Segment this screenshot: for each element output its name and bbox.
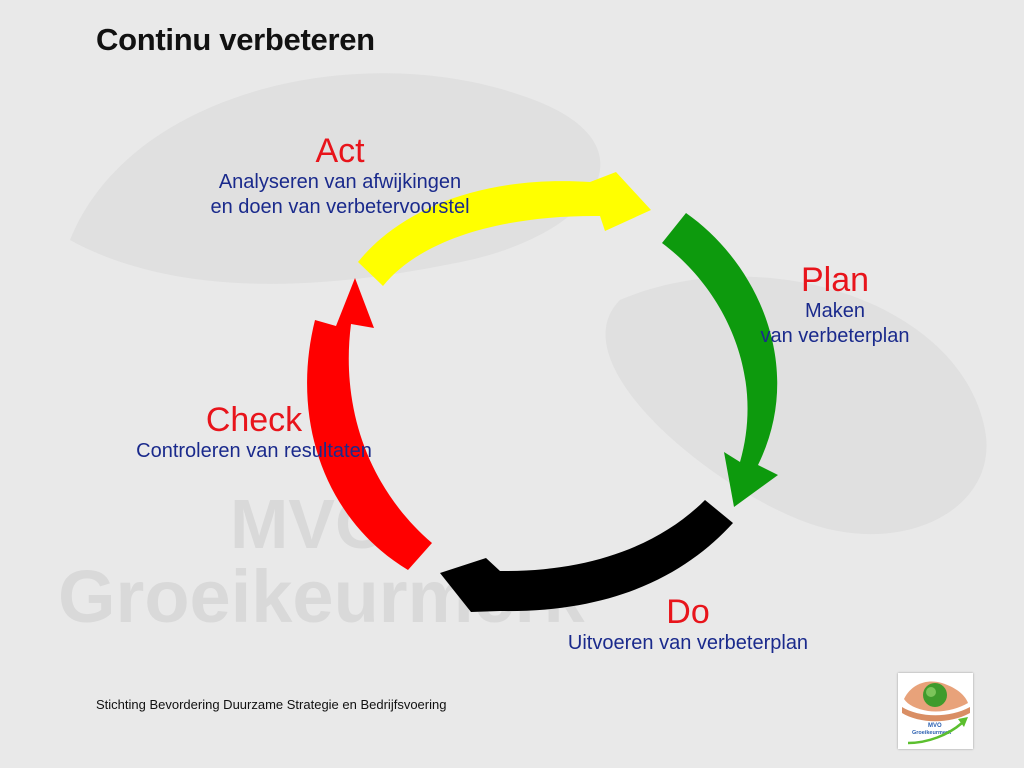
act-title: Act	[315, 132, 365, 170]
check-desc: Controleren van resultaten	[136, 440, 372, 463]
do-title: Do	[666, 593, 710, 631]
act-desc-line2: en doen van verbetervoorstel	[210, 195, 470, 218]
check-title: Check	[205, 401, 303, 439]
plan-title: Plan	[800, 261, 870, 299]
footer-text: Stichting Bevordering Duurzame Strategie…	[96, 697, 447, 712]
logo-text-2: Groeikeurmerk	[912, 730, 952, 736]
act-arrow	[358, 172, 651, 286]
do-label: Do Uitvoeren van verbeterplan	[520, 593, 856, 656]
act-label: Act Analyseren van afwijkingen en doen v…	[160, 132, 520, 219]
check-label: Check Controleren van resultaten	[100, 401, 408, 464]
check-arrow	[307, 278, 432, 570]
plan-desc-line1: Maken	[804, 300, 866, 323]
act-desc-line1: Analyseren van afwijkingen	[218, 171, 462, 194]
plan-label: Plan Maken van verbeterplan	[732, 261, 938, 348]
slide-title: Continu verbeteren	[96, 22, 375, 57]
hands-globe-icon: MVO Groeikeurmerk	[898, 673, 973, 749]
do-arrow	[440, 500, 733, 612]
logo-text-1: MVO	[928, 723, 942, 729]
plan-arrow	[662, 213, 778, 507]
do-desc: Uitvoeren van verbeterplan	[567, 632, 809, 655]
plan-desc-line2: van verbeterplan	[760, 324, 910, 347]
logo: MVO Groeikeurmerk	[898, 673, 973, 749]
